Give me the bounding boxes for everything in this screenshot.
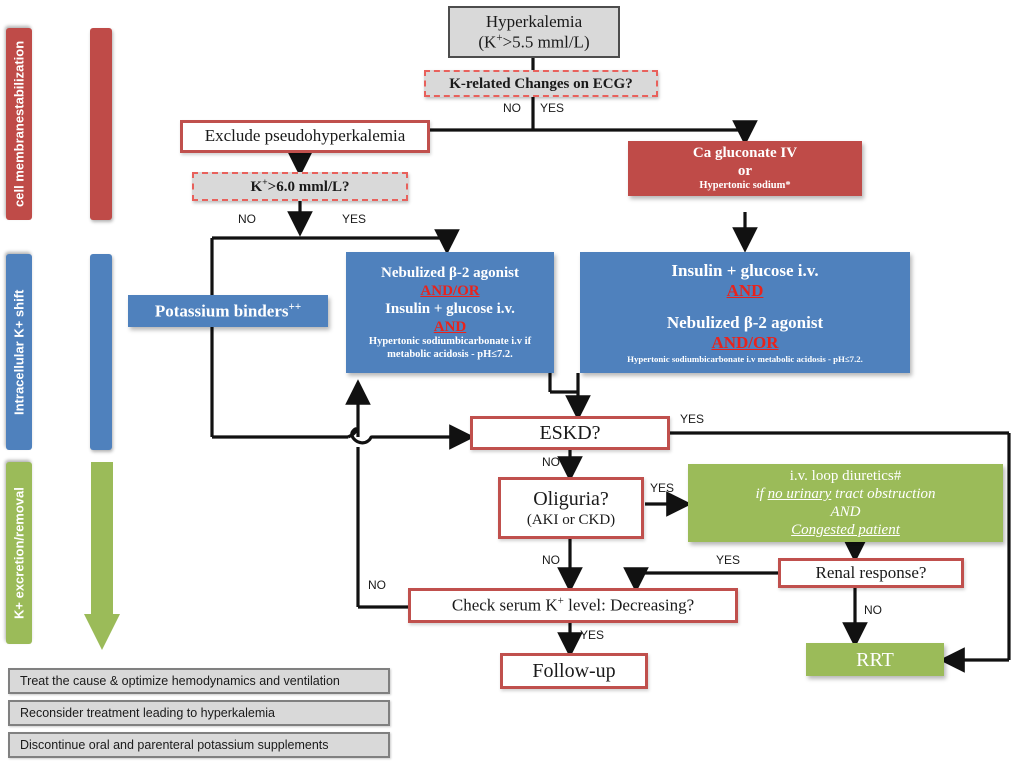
node-check-serum-k[interactable]: Check serum K+ level: Decreasing? xyxy=(408,588,738,623)
k-threshold-label: K+>6.0 mml/L? xyxy=(250,177,350,195)
check-serum-label: Check serum K+ level: Decreasing? xyxy=(451,595,695,615)
shift-right-line1: Insulin + glucose i.v. xyxy=(671,261,819,281)
shift-right-line3: Nebulized β-2 agonist xyxy=(666,313,824,333)
phase-arrow-green xyxy=(84,462,120,650)
hyperkalemia-line2: (K+>5.5 mml/L) xyxy=(478,31,590,52)
edge-label-k-yes: YES xyxy=(342,212,367,226)
footer-note-2-text: Reconsider treatment leading to hyperkal… xyxy=(20,706,275,720)
ca-gluconate-line3: Hypertonic sodium* xyxy=(699,180,791,192)
footer-note-1-text: Treat the cause & optimize hemodynamics … xyxy=(20,674,340,688)
shift-left-line2: AND/OR xyxy=(420,283,480,300)
shift-right-line4: AND/OR xyxy=(711,333,779,353)
shift-left-line3: Insulin + glucose i.v. xyxy=(385,301,515,318)
node-k-threshold[interactable]: K+>6.0 mml/L? xyxy=(192,172,408,201)
loop-diuretics-line1: i.v. loop diuretics# xyxy=(789,468,902,484)
node-hyperkalemia[interactable]: Hyperkalemia (K+>5.5 mml/L) xyxy=(448,6,620,58)
node-potassium-binders[interactable]: Potassium binders++ xyxy=(128,295,328,327)
followup-label: Follow-up xyxy=(532,660,616,682)
footer-note-treat-cause[interactable]: Treat the cause & optimize hemodynamics … xyxy=(8,668,390,694)
hyperkalemia-line1: Hyperkalemia xyxy=(485,11,583,31)
edge-label-eskd-no: NO xyxy=(542,455,560,469)
potassium-binders-label: Potassium binders++ xyxy=(154,300,302,321)
shift-left-line1: Nebulized β-2 agonist xyxy=(381,265,519,282)
node-shift-right[interactable]: Insulin + glucose i.v. AND Nebulized β-2… xyxy=(580,252,910,373)
rrt-label: RRT xyxy=(856,648,894,671)
ca-gluconate-line2: or xyxy=(737,163,753,180)
phase-bar-cell-membrane: cell membranestabilization xyxy=(6,28,32,220)
edge-label-ecg-yes: YES xyxy=(540,101,565,115)
exclude-pseudo-label: Exclude pseudohyperkalemia xyxy=(204,126,406,146)
edge-label-renal-yes: YES xyxy=(716,553,741,567)
footer-note-discontinue-supplements[interactable]: Discontinue oral and parenteral potassiu… xyxy=(8,732,390,758)
node-exclude-pseudohyperkalemia[interactable]: Exclude pseudohyperkalemia xyxy=(180,120,430,153)
phase-accent-bar-blue xyxy=(90,254,112,450)
node-rrt[interactable]: RRT xyxy=(806,643,944,676)
loop-diuretics-line2: if no urinary tract obstruction xyxy=(755,486,936,502)
loop-diuretics-line3: AND xyxy=(830,504,861,520)
phase-bar-excretion: K+ excretion/removal xyxy=(6,462,32,644)
node-ecg-changes[interactable]: K-related Changes on ECG? xyxy=(424,70,658,97)
eskd-label: ESKD? xyxy=(539,422,601,444)
loop-diuretics-line4: Congested patient xyxy=(791,522,900,538)
node-oliguria[interactable]: Oliguria? (AKI or CKD) xyxy=(498,477,644,539)
oliguria-line1: Oliguria? xyxy=(533,488,609,510)
edge-label-check-yes: YES xyxy=(580,628,605,642)
edge-label-oliguria-no: NO xyxy=(542,553,560,567)
node-loop-diuretics[interactable]: i.v. loop diuretics# if no urinary tract… xyxy=(688,464,1003,542)
phase-bar-intracellular: Intracellular K+ shift xyxy=(6,254,32,450)
phase-accent-bar-red xyxy=(90,28,112,220)
edge-label-eskd-yes: YES xyxy=(680,412,705,426)
node-eskd[interactable]: ESKD? xyxy=(470,416,670,450)
shift-left-line6: metabolic acidosis - pH≤7.2. xyxy=(387,348,513,360)
edge-label-ecg-no: NO xyxy=(503,101,521,115)
footer-note-reconsider-treatment[interactable]: Reconsider treatment leading to hyperkal… xyxy=(8,700,390,726)
ca-gluconate-line1: Ca gluconate IV xyxy=(692,145,798,162)
shift-right-line5: Hypertonic sodiumbicarbonate i.v metabol… xyxy=(627,353,863,364)
edge-label-oliguria-yes: YES xyxy=(650,481,675,495)
oliguria-line2: (AKI or CKD) xyxy=(526,512,616,528)
node-followup[interactable]: Follow-up xyxy=(500,653,648,689)
edge-label-k-no: NO xyxy=(238,212,256,226)
renal-response-label: Renal response? xyxy=(815,562,927,582)
footer-note-3-text: Discontinue oral and parenteral potassiu… xyxy=(20,738,329,752)
edge-label-loop-back-no: NO xyxy=(368,578,386,592)
shift-left-line4: AND xyxy=(433,319,467,336)
edge-label-renal-no: NO xyxy=(864,603,882,617)
shift-right-line2: AND xyxy=(726,281,764,301)
node-renal-response[interactable]: Renal response? xyxy=(778,558,964,588)
ecg-changes-label: K-related Changes on ECG? xyxy=(449,75,633,92)
shift-left-line5: Hypertonic sodiumbicarbonate i.v if xyxy=(368,336,532,348)
node-ca-gluconate[interactable]: Ca gluconate IV or Hypertonic sodium* xyxy=(628,141,862,196)
node-shift-left[interactable]: Nebulized β-2 agonist AND/OR Insulin + g… xyxy=(346,252,554,373)
